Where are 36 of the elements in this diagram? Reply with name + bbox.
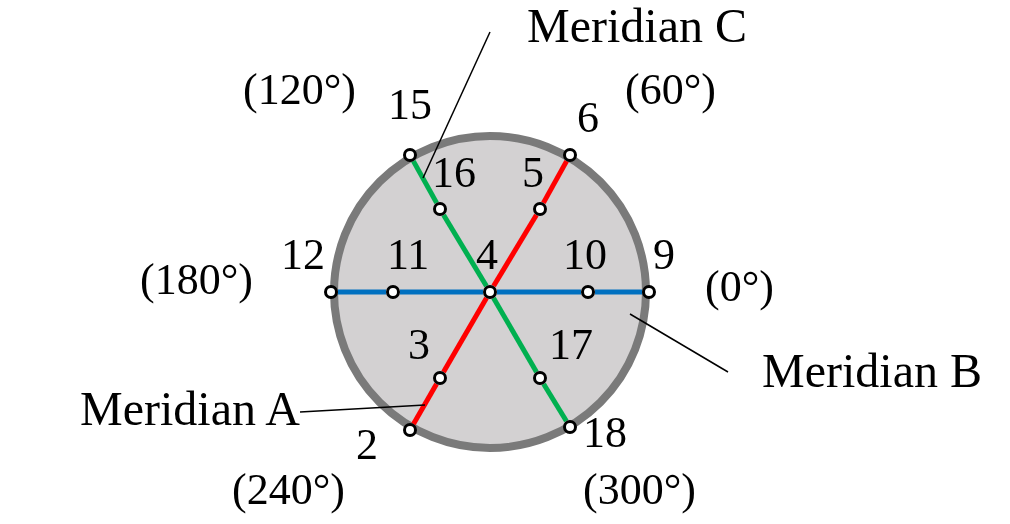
angle-label: (240°) [232,468,345,512]
meridian-label: Meridian B [728,347,982,395]
meridian-segment [491,213,539,288]
meridian-segment [441,296,489,374]
leader-line [422,31,491,179]
angle-label: (0°) [705,265,774,309]
meridian-segment [338,289,386,295]
meridian-segment [441,213,489,288]
point-number: 15 [388,83,432,127]
point-number: 18 [583,411,627,455]
point-number: 12 [281,233,325,277]
meridian-label: Meridian A [18,385,300,433]
point-number: 3 [408,323,430,367]
meridian-segment [411,159,439,205]
meridian-segment [595,289,642,295]
point-number: 5 [522,151,544,195]
point-number: 2 [356,423,378,467]
meridian-segment [541,382,569,423]
angle-label: (120°) [243,68,356,112]
meridian-segment [411,382,439,426]
point-number: 17 [549,323,593,367]
point-number: 6 [577,96,599,140]
point-number: 11 [387,233,430,277]
angle-label: (60°) [625,68,716,112]
meridian-segment [497,289,581,295]
meridian-label: Meridian C [490,2,747,50]
leader-line [629,313,729,373]
point-number: 10 [563,233,607,277]
point-number: 4 [476,233,498,277]
meridian-segment [400,289,483,295]
point-number: 9 [653,233,675,277]
meridian-segment [541,159,569,205]
leader-line [299,404,426,413]
angle-label: (180°) [140,258,253,302]
point-number: 16 [432,151,476,195]
angle-label: (300°) [583,468,696,512]
